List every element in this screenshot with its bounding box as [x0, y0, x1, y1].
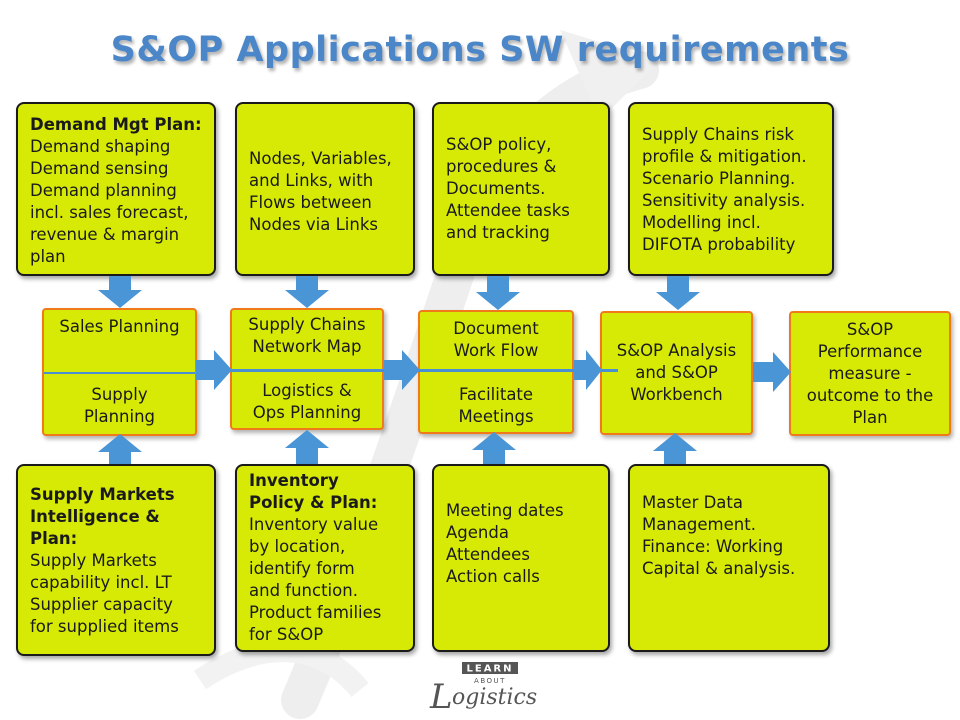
demand-mgt-plan-box: Demand Mgt Plan: Demand shaping Demand s…	[16, 102, 216, 276]
sales-supply-planning-box: Sales Planning Supply Planning	[42, 308, 197, 436]
performance-label: S&OP	[846, 319, 894, 339]
box-line: capability incl. LT	[30, 573, 172, 592]
box-line: by location,	[249, 537, 346, 556]
network-nodes-box: Nodes, Variables, and Links, with Flows …	[235, 102, 415, 276]
supply-markets-box: Supply Markets Intelligence & Plan: Supp…	[16, 464, 216, 656]
box-heading: Inventory	[249, 471, 339, 490]
document-workflow-label: Work Flow	[453, 341, 539, 360]
page-title: S&OP Applications SW requirements	[110, 30, 850, 70]
box-line: revenue & margin	[30, 225, 180, 244]
box-line: profile & mitigation.	[642, 147, 807, 166]
box-line: Attendees	[446, 545, 530, 564]
box-line: for S&OP	[249, 625, 324, 644]
performance-label: Plan	[852, 407, 888, 427]
box-heading: Intelligence &	[30, 507, 160, 526]
facilitate-meetings-label: Facilitate	[458, 385, 534, 404]
box-heading: Policy & Plan:	[249, 493, 378, 512]
risk-profile-box: Supply Chains risk profile & mitigation.…	[628, 102, 834, 276]
box-line: S&OP policy,	[446, 135, 552, 154]
inventory-policy-box: Inventory Policy & Plan: Inventory value…	[235, 464, 415, 652]
box-line: Meeting dates	[446, 501, 564, 520]
box-line: procedures &	[446, 157, 557, 176]
box-line: and function.	[249, 581, 358, 600]
supply-planning-label: Supply	[91, 385, 148, 404]
meeting-dates-box: Meeting dates Agenda Attendees Action ca…	[432, 464, 610, 652]
divider	[44, 372, 195, 374]
box-line: and Links, with	[249, 171, 374, 190]
arrow-up-icon	[472, 432, 516, 466]
logistics-planning-label: Ops Planning	[252, 403, 362, 422]
arrow-right-icon	[196, 350, 232, 390]
supply-planning-label: Planning	[83, 407, 156, 426]
sop-policy-box: S&OP policy, procedures & Documents. Att…	[432, 102, 610, 276]
box-heading: Demand Mgt Plan:	[30, 115, 202, 134]
workbench-label: Workbench	[630, 385, 723, 404]
box-heading: Supply Markets	[30, 485, 175, 504]
box-line: Inventory value	[249, 515, 379, 534]
logo-initial: L	[429, 677, 453, 716]
box-line: Attendee tasks	[446, 201, 570, 220]
box-line: Supply Markets	[30, 551, 157, 570]
logistics-planning-label: Logistics &	[262, 381, 352, 400]
box-line: identify form	[249, 559, 355, 578]
box-line: Demand shaping	[30, 137, 171, 156]
box-line: Supply Chains risk	[642, 125, 794, 144]
box-line: Product families	[249, 603, 382, 622]
box-line: Sensitivity analysis.	[642, 191, 806, 210]
box-line: Scenario Planning.	[642, 169, 796, 188]
logo-learn: LEARN	[466, 664, 513, 675]
box-line: Finance: Working	[642, 537, 784, 556]
box-line: and tracking	[446, 223, 550, 242]
box-line: Capital & analysis.	[642, 559, 796, 578]
document-workflow-label: Document	[453, 319, 539, 338]
box-line: Supplier capacity	[30, 595, 173, 614]
logo-about: ABOUT	[474, 677, 506, 685]
performance-label: Performance	[817, 341, 923, 361]
arrow-down-icon	[285, 276, 329, 308]
sop-workbench-box: S&OP Analysis and S&OP Workbench	[600, 311, 753, 435]
box-line: Demand sensing	[30, 159, 169, 178]
arrow-right-icon	[574, 350, 602, 390]
arrow-down-icon	[476, 276, 520, 310]
arrow-up-icon	[98, 434, 142, 466]
box-line: Action calls	[446, 567, 540, 586]
performance-measure-box: S&OP Performance measure - outcome to th…	[789, 311, 951, 436]
box-line: Agenda	[446, 523, 509, 542]
workbench-label: S&OP Analysis	[616, 341, 737, 360]
arrow-down-icon	[656, 276, 700, 310]
arrow-up-icon	[653, 433, 697, 467]
box-line: Master Data	[642, 493, 743, 512]
arrow-right-icon	[384, 350, 420, 390]
network-map-label: Supply Chains	[248, 315, 366, 334]
network-map-label: Network Map	[252, 337, 362, 356]
sales-planning-label: Sales Planning	[59, 317, 180, 336]
box-line: plan	[30, 247, 66, 266]
box-line: Flows between	[249, 193, 372, 212]
arrow-down-icon	[98, 276, 142, 308]
logo-word: ogistics	[452, 685, 537, 710]
box-line: Documents.	[446, 179, 546, 198]
performance-label: measure -	[828, 363, 912, 383]
arrow-up-icon	[285, 430, 329, 466]
box-line: DIFOTA probability	[642, 235, 796, 254]
box-line: for supplied items	[30, 617, 179, 636]
arrow-right-icon	[753, 352, 791, 392]
learn-about-logistics-logo: LEARN ABOUT L ogistics	[429, 662, 537, 716]
box-line: Management.	[642, 515, 756, 534]
performance-label: outcome to the	[806, 385, 934, 405]
box-line: incl. sales forecast,	[30, 203, 189, 222]
box-line: Nodes, Variables,	[249, 149, 392, 168]
master-data-box: Master Data Management. Finance: Working…	[628, 464, 830, 652]
box-line: Demand planning	[30, 181, 177, 200]
box-heading: Plan:	[30, 529, 78, 548]
facilitate-meetings-label: Meetings	[458, 407, 534, 426]
box-line: Nodes via Links	[249, 215, 378, 234]
workbench-label: and S&OP	[635, 363, 718, 382]
box-line: Modelling incl.	[642, 213, 761, 232]
